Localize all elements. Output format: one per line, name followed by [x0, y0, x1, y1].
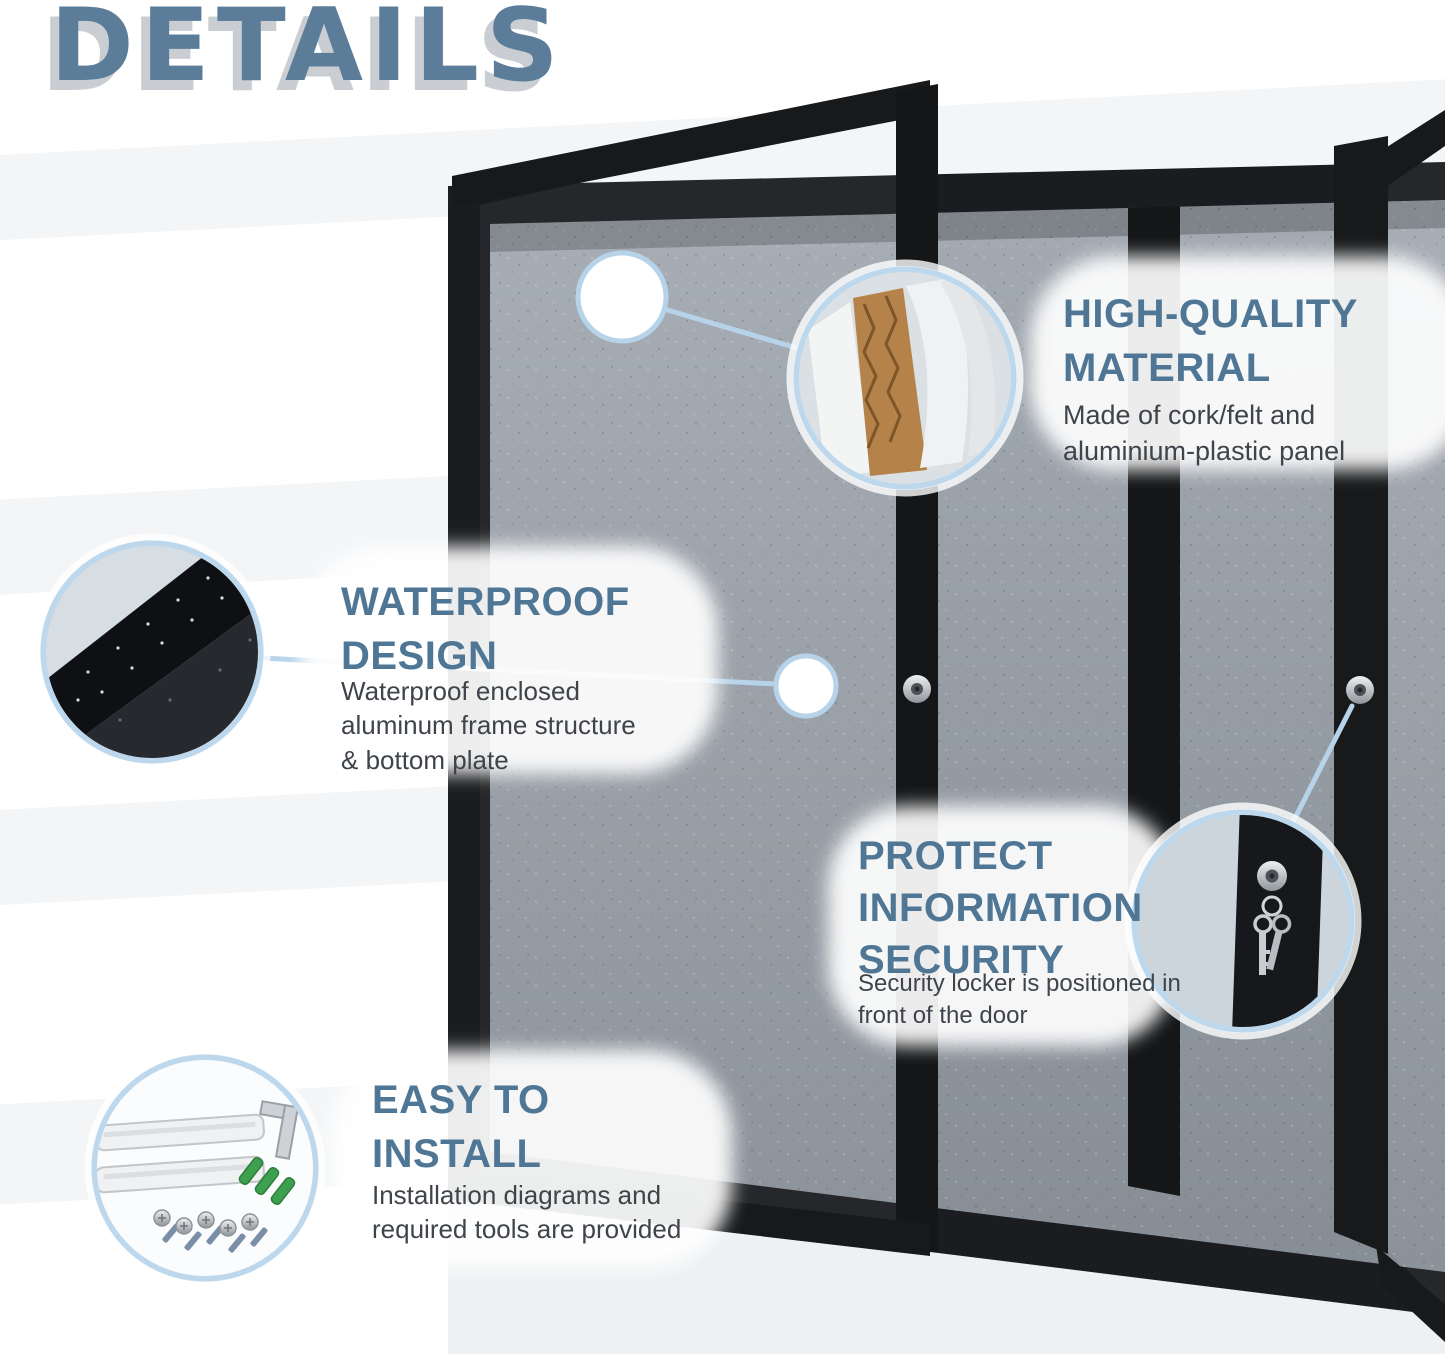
- callout-body-material: Made of cork/felt and aluminium-plastic …: [1063, 400, 1346, 466]
- door-top-rail: [1376, 110, 1445, 190]
- callout-body-waterproof: Waterproof enclosed aluminum frame struc…: [341, 676, 636, 775]
- inset-circle-install: [84, 1047, 326, 1289]
- wall-anchor-icons: [238, 1156, 296, 1206]
- wall-bracket-icon: [259, 1100, 300, 1160]
- callout-heading-material: HIGH-QUALITY MATERIAL: [1063, 292, 1358, 390]
- callout-line-security: [1289, 703, 1355, 827]
- callout-heading-security: PROTECT INFORMATION SECURITY: [858, 834, 1143, 982]
- callout-heading-waterproof: WATERPROOF DESIGN: [341, 580, 630, 678]
- door-stile: [896, 84, 938, 1252]
- text-backdrops: [300, 256, 1445, 1268]
- door-lock-icon: [1346, 676, 1374, 704]
- screw-icons: [153, 1209, 268, 1253]
- text-backdrop: [1030, 256, 1445, 470]
- door-top-rail: [452, 80, 930, 208]
- callout-circle-small-material: [575, 250, 669, 344]
- inset-circle-security: [1124, 802, 1362, 1040]
- lock-and-keys-image: [1134, 812, 1352, 1030]
- callout-body-security: Security locker is positioned in front o…: [858, 970, 1181, 1029]
- mounting-hardware-image: [94, 1057, 316, 1279]
- callout-circle-small-waterproof: [773, 653, 839, 719]
- honeycomb-panel-image: [796, 269, 1014, 487]
- panel-top-shadow: [490, 200, 1445, 252]
- text-backdrop: [330, 1050, 732, 1268]
- key-icon: [1266, 914, 1292, 971]
- text-backdrop: [828, 806, 1176, 1046]
- text-backdrop: [300, 546, 718, 774]
- door-bottom-rail: [1376, 1246, 1445, 1342]
- page-title: DETAILS: [50, 0, 566, 104]
- callout-body-install: Installation diagrams and required tools…: [372, 1180, 682, 1245]
- inset-circle-material: [786, 259, 1024, 497]
- callout-heading-install: EASY TO INSTALL: [372, 1078, 550, 1176]
- callout-line-material: [661, 306, 803, 352]
- door-lock-icon: [903, 675, 931, 703]
